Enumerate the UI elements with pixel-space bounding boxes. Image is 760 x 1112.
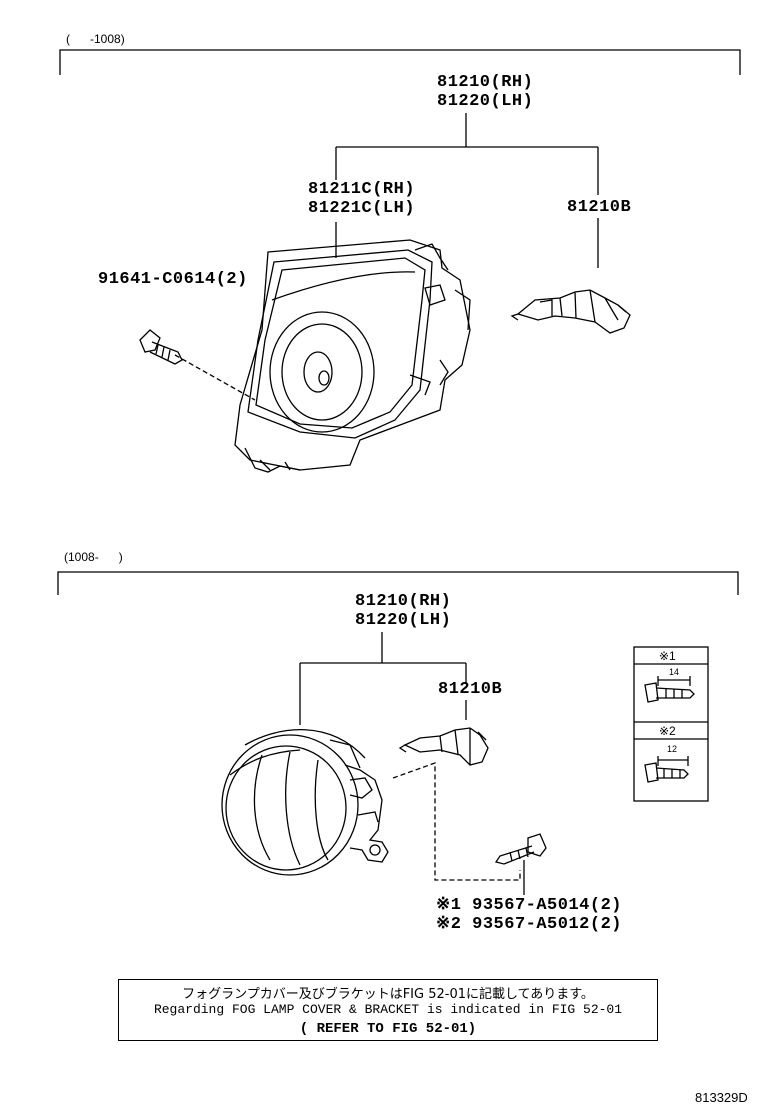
bottom-assembly-lh-label[interactable]: 81220(LH)	[355, 611, 452, 630]
bottom-assembly-rh-label[interactable]: 81210(RH)	[355, 592, 452, 611]
bottom-range-label: (1008- )	[64, 550, 123, 564]
inset-2-label: ※2	[659, 724, 676, 738]
top-bulb-label[interactable]: 81210B	[567, 198, 632, 217]
top-assembly-lh-label[interactable]: 81220(LH)	[437, 92, 534, 111]
bottom-fog-lamp-unit	[221, 729, 389, 876]
bottom-assembly-leader	[299, 632, 467, 725]
top-bolt-91641	[139, 329, 183, 365]
top-bolt-label[interactable]: 91641-C0614(2)	[98, 270, 248, 289]
bottom-bulb-label[interactable]: 81210B	[438, 680, 503, 699]
top-assembly-rh-label[interactable]: 81210(RH)	[437, 73, 534, 92]
top-bulb-81210b	[510, 289, 631, 334]
bottom-screw-1-label[interactable]: ※1 93567-A5014(2)	[436, 896, 622, 915]
top-assembly-leader	[335, 113, 599, 268]
top-section-bracket	[59, 49, 741, 75]
inset-2-dimension: 12	[667, 744, 678, 754]
top-range-label: ( -1008)	[66, 32, 125, 46]
bottom-bulb-81210b	[398, 727, 489, 766]
inset-1-label: ※1	[659, 649, 676, 663]
top-unit-lh-label[interactable]: 81221C(LH)	[308, 199, 416, 218]
note-refer-line: ( REFER TO FIG 52-01)	[299, 1021, 477, 1037]
reference-note-box: フォグランプカバー及びブラケットはFIG 52-01に記載してあります。 Reg…	[118, 979, 658, 1041]
inset-1-dimension: 14	[669, 667, 680, 677]
top-bolt-leader	[174, 354, 256, 401]
top-fog-lamp-unit	[234, 239, 471, 473]
top-unit-rh-label[interactable]: 81211C(RH)	[308, 180, 416, 199]
bottom-screw-leader	[392, 762, 521, 881]
figure-id: 813329D	[695, 1090, 748, 1105]
bottom-screw-2-label[interactable]: ※2 93567-A5012(2)	[436, 915, 622, 934]
bottom-section-bracket	[57, 571, 739, 595]
note-japanese-line: フォグランプカバー及びブラケットはFIG 52-01に記載してあります。	[182, 987, 594, 1002]
note-english-line: Regarding FOG LAMP COVER & BRACKET is in…	[153, 1002, 623, 1017]
bottom-screw-93567	[494, 833, 547, 865]
screw-insets	[633, 646, 709, 802]
